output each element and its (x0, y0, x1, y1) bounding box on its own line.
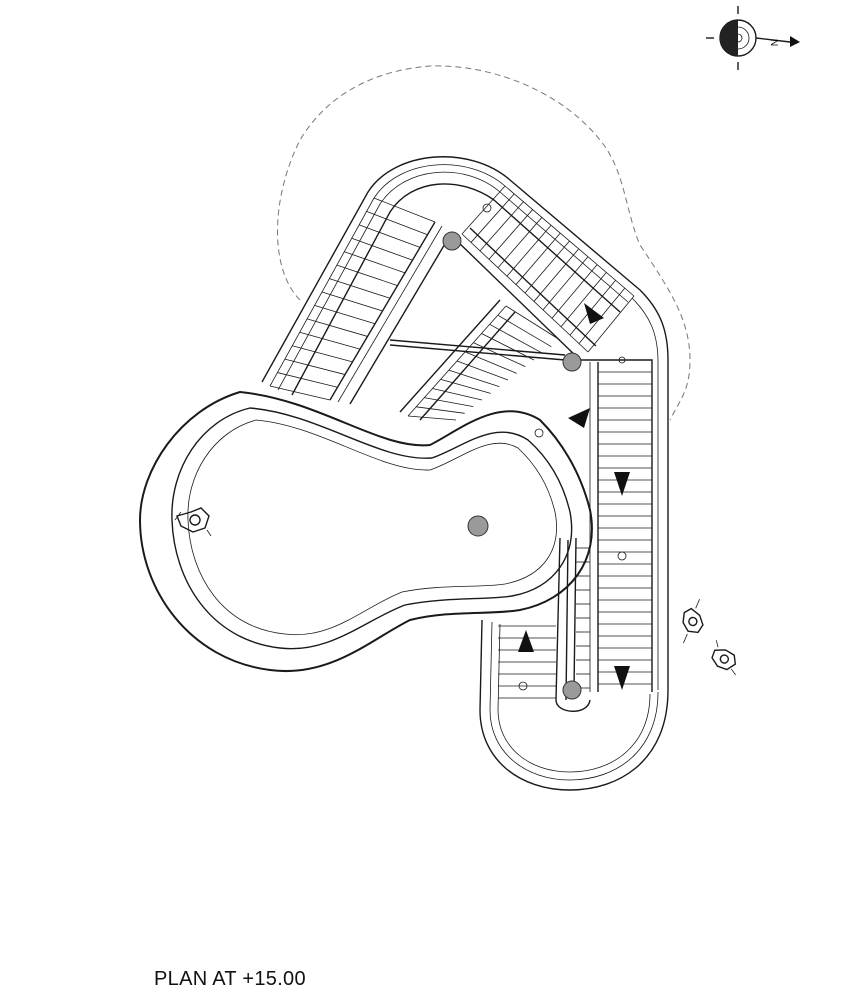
stair-tread (479, 201, 524, 252)
stair-tread (524, 240, 570, 294)
stair-tread (407, 415, 457, 421)
main-platform (138, 390, 593, 673)
stair-direction-arrow-icon (518, 630, 534, 652)
plan-caption: PLAN AT +15.00 (154, 968, 306, 990)
stair-tread (448, 369, 500, 388)
stair-tread (506, 225, 552, 277)
stair-tread (465, 351, 517, 374)
stair-tread (456, 360, 509, 381)
stair-tread (470, 193, 515, 243)
stair-tread (560, 272, 607, 327)
stair-direction-arrow-icon (584, 303, 604, 324)
stair-direction-arrow-icon (614, 472, 630, 496)
stair-tread (432, 388, 483, 401)
column-icon (562, 352, 582, 372)
stair-tread (373, 197, 436, 223)
stair-run-inner (389, 227, 597, 421)
stair-tread (269, 385, 331, 401)
stair-tread (284, 358, 346, 375)
stair-tread (515, 232, 561, 285)
stair-tread (321, 291, 383, 312)
stair-tread (329, 278, 391, 299)
stair-tread (351, 237, 413, 261)
stair-tread (292, 345, 353, 363)
stair-tread (440, 378, 491, 394)
stair-direction-arrow-icon (614, 666, 630, 690)
stair-tread (497, 314, 552, 348)
stair-tread (366, 211, 428, 236)
column-icon (562, 680, 582, 700)
stair-tread (416, 406, 465, 414)
column-icon (442, 231, 462, 251)
stair-tread (299, 331, 361, 350)
stair-tread (277, 372, 338, 388)
stair-tread (307, 318, 368, 337)
person-figure-icon (682, 598, 704, 644)
stair-tread (488, 209, 533, 260)
stair-tread (542, 256, 589, 311)
stair-tread (551, 264, 598, 319)
stair-tread (533, 248, 580, 302)
stair-tread (314, 305, 376, 325)
stair-tread (505, 305, 561, 341)
stair-tread (481, 333, 535, 361)
stair-run-east (580, 289, 669, 692)
site-boundary (277, 65, 691, 421)
stair-direction-arrow-icon (568, 408, 590, 428)
stair-tread (587, 295, 635, 353)
stair-tread (424, 397, 474, 408)
stair-tread (489, 323, 543, 354)
stair-tread (497, 217, 543, 268)
person-figure-icon (174, 507, 212, 537)
north-arrow-icon: N (706, 6, 800, 70)
stair-tread (473, 342, 526, 368)
person-figure-icon (711, 640, 737, 676)
stair-tread (569, 280, 616, 336)
north-letter: N (768, 39, 779, 46)
stair-tread (578, 287, 626, 344)
stair-run-north (261, 156, 641, 405)
column-icon (467, 515, 489, 537)
stair-tread (359, 224, 421, 248)
stair-tread (344, 251, 406, 274)
stair-tread (336, 264, 398, 286)
